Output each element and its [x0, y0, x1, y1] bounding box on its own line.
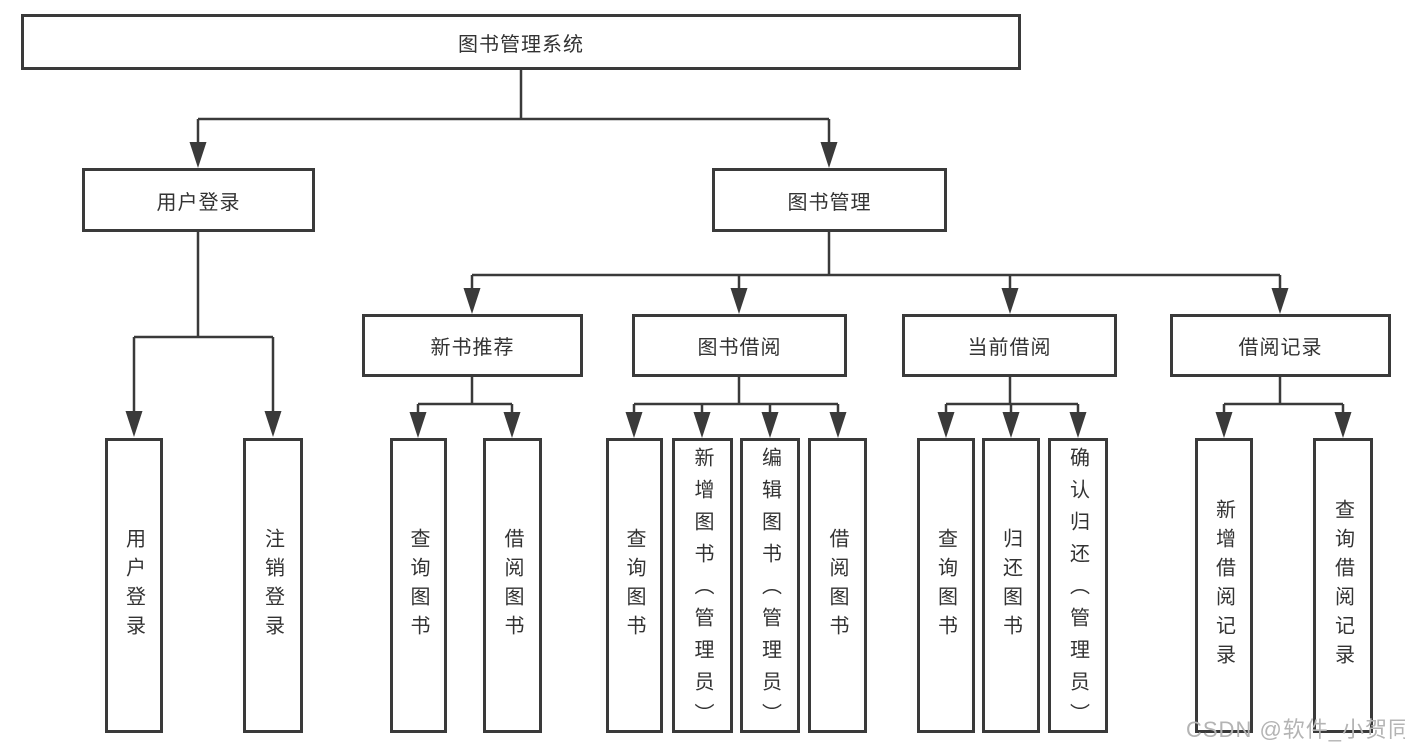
leaf-return-books: 归还图书 [982, 438, 1040, 733]
connector-root-to-level2 [196, 69, 831, 148]
connector-borrow-to-leaves [632, 377, 840, 418]
connector-newrec-to-leaves [416, 377, 514, 418]
leaf-query-books-recommend: 查询图书 [390, 438, 447, 733]
leaf-borrow-books-recommend: 借阅图书 [483, 438, 542, 733]
leaf-add-borrow-record: 新增借阅记录 [1195, 438, 1253, 733]
leaf-query-books-borrowing: 查询图书 [606, 438, 663, 733]
node-new-book-recommend: 新书推荐 [362, 314, 583, 377]
leaf-confirm-return-admin: 确认归还（管理员） [1048, 438, 1108, 735]
node-borrowing-records: 借阅记录 [1170, 314, 1391, 377]
node-book-management: 图书管理 [712, 168, 947, 232]
leaf-add-books-admin: 新增图书（管理员） [672, 438, 733, 735]
connector-record-to-leaves [1222, 377, 1345, 418]
connector-login-to-leaves [132, 232, 275, 417]
node-user-login: 用户登录 [82, 168, 315, 232]
leaf-user-login: 用户登录 [105, 438, 163, 733]
leaf-logout: 注销登录 [243, 438, 303, 733]
leaf-query-borrow-record: 查询借阅记录 [1313, 438, 1373, 733]
connector-mgmt-to-level3 [470, 232, 1282, 294]
leaf-query-books-current: 查询图书 [917, 438, 975, 733]
node-root-system: 图书管理系统 [21, 14, 1021, 70]
node-current-borrowing: 当前借阅 [902, 314, 1117, 377]
node-book-borrowing: 图书借阅 [632, 314, 847, 377]
connector-currbr-to-leaves [944, 377, 1080, 418]
leaf-borrow-books-borrowing: 借阅图书 [808, 438, 867, 733]
leaf-edit-books-admin: 编辑图书（管理员） [740, 438, 800, 735]
csdn-watermark: CSDN @软件_小贺同学 [1186, 717, 1405, 742]
